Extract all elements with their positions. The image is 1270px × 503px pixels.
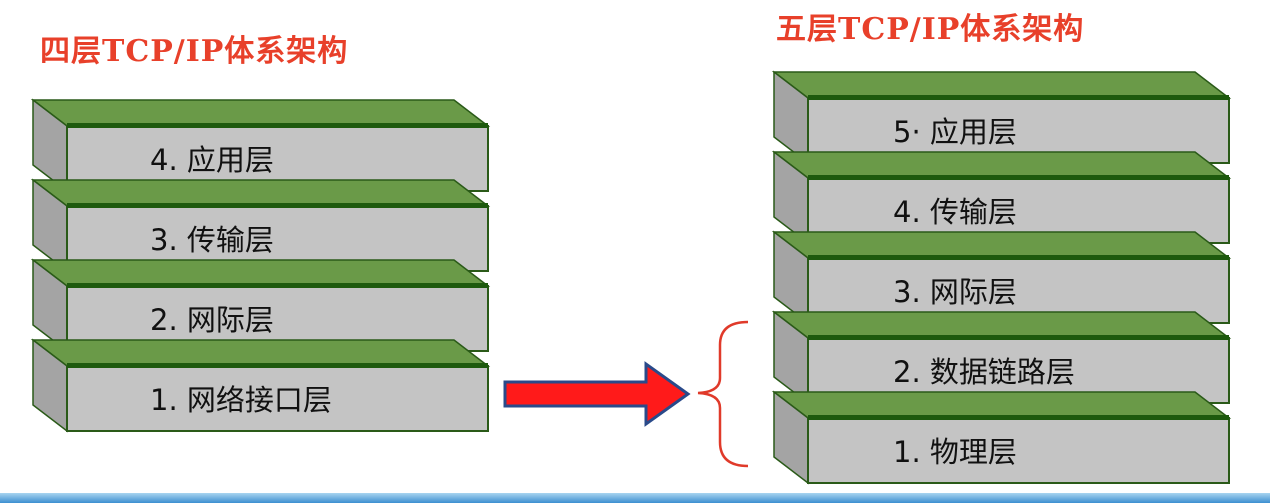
block-top-face bbox=[771, 231, 1232, 259]
block-separator bbox=[808, 415, 1229, 420]
block-top-face bbox=[771, 151, 1232, 179]
block-top-face bbox=[30, 99, 491, 127]
block-separator bbox=[67, 283, 488, 288]
five-layer-stack bbox=[771, 70, 1232, 485]
bottom-accent-bar bbox=[0, 493, 1270, 503]
block-separator bbox=[808, 255, 1229, 260]
curly-brace-icon bbox=[697, 320, 749, 468]
right-layer-label: 3. 网际层 bbox=[893, 275, 1017, 309]
right-layer-block bbox=[771, 390, 1232, 485]
right-layer-label: 5· 应用层 bbox=[893, 115, 1017, 149]
block-front-face bbox=[807, 417, 1230, 484]
left-layer-label: 1. 网络接口层 bbox=[150, 383, 332, 417]
block-top-face bbox=[30, 259, 491, 287]
right-layer-label: 2. 数据链路层 bbox=[893, 355, 1075, 389]
right-layer-label: 4. 传输层 bbox=[893, 195, 1017, 229]
block-separator bbox=[67, 203, 488, 208]
block-separator bbox=[808, 175, 1229, 180]
block-separator bbox=[808, 95, 1229, 100]
right-layer-label: 1. 物理层 bbox=[893, 435, 1017, 469]
block-top-face bbox=[771, 71, 1232, 99]
block-top-face bbox=[771, 311, 1232, 339]
left-layer-label: 2. 网际层 bbox=[150, 303, 274, 337]
block-separator bbox=[67, 123, 488, 128]
left-layer-label: 3. 传输层 bbox=[150, 223, 274, 257]
left-layer-block bbox=[30, 338, 491, 433]
right-arrow-icon bbox=[503, 361, 691, 427]
left-stack-title: 四层TCP/IP体系架构 bbox=[40, 34, 349, 69]
block-top-face bbox=[30, 179, 491, 207]
block-top-face bbox=[771, 391, 1232, 419]
block-top-face bbox=[30, 339, 491, 367]
four-layer-stack bbox=[30, 98, 491, 433]
left-layer-label: 4. 应用层 bbox=[150, 143, 274, 177]
right-stack-title: 五层TCP/IP体系架构 bbox=[776, 12, 1085, 47]
block-separator bbox=[808, 335, 1229, 340]
block-separator bbox=[67, 363, 488, 368]
